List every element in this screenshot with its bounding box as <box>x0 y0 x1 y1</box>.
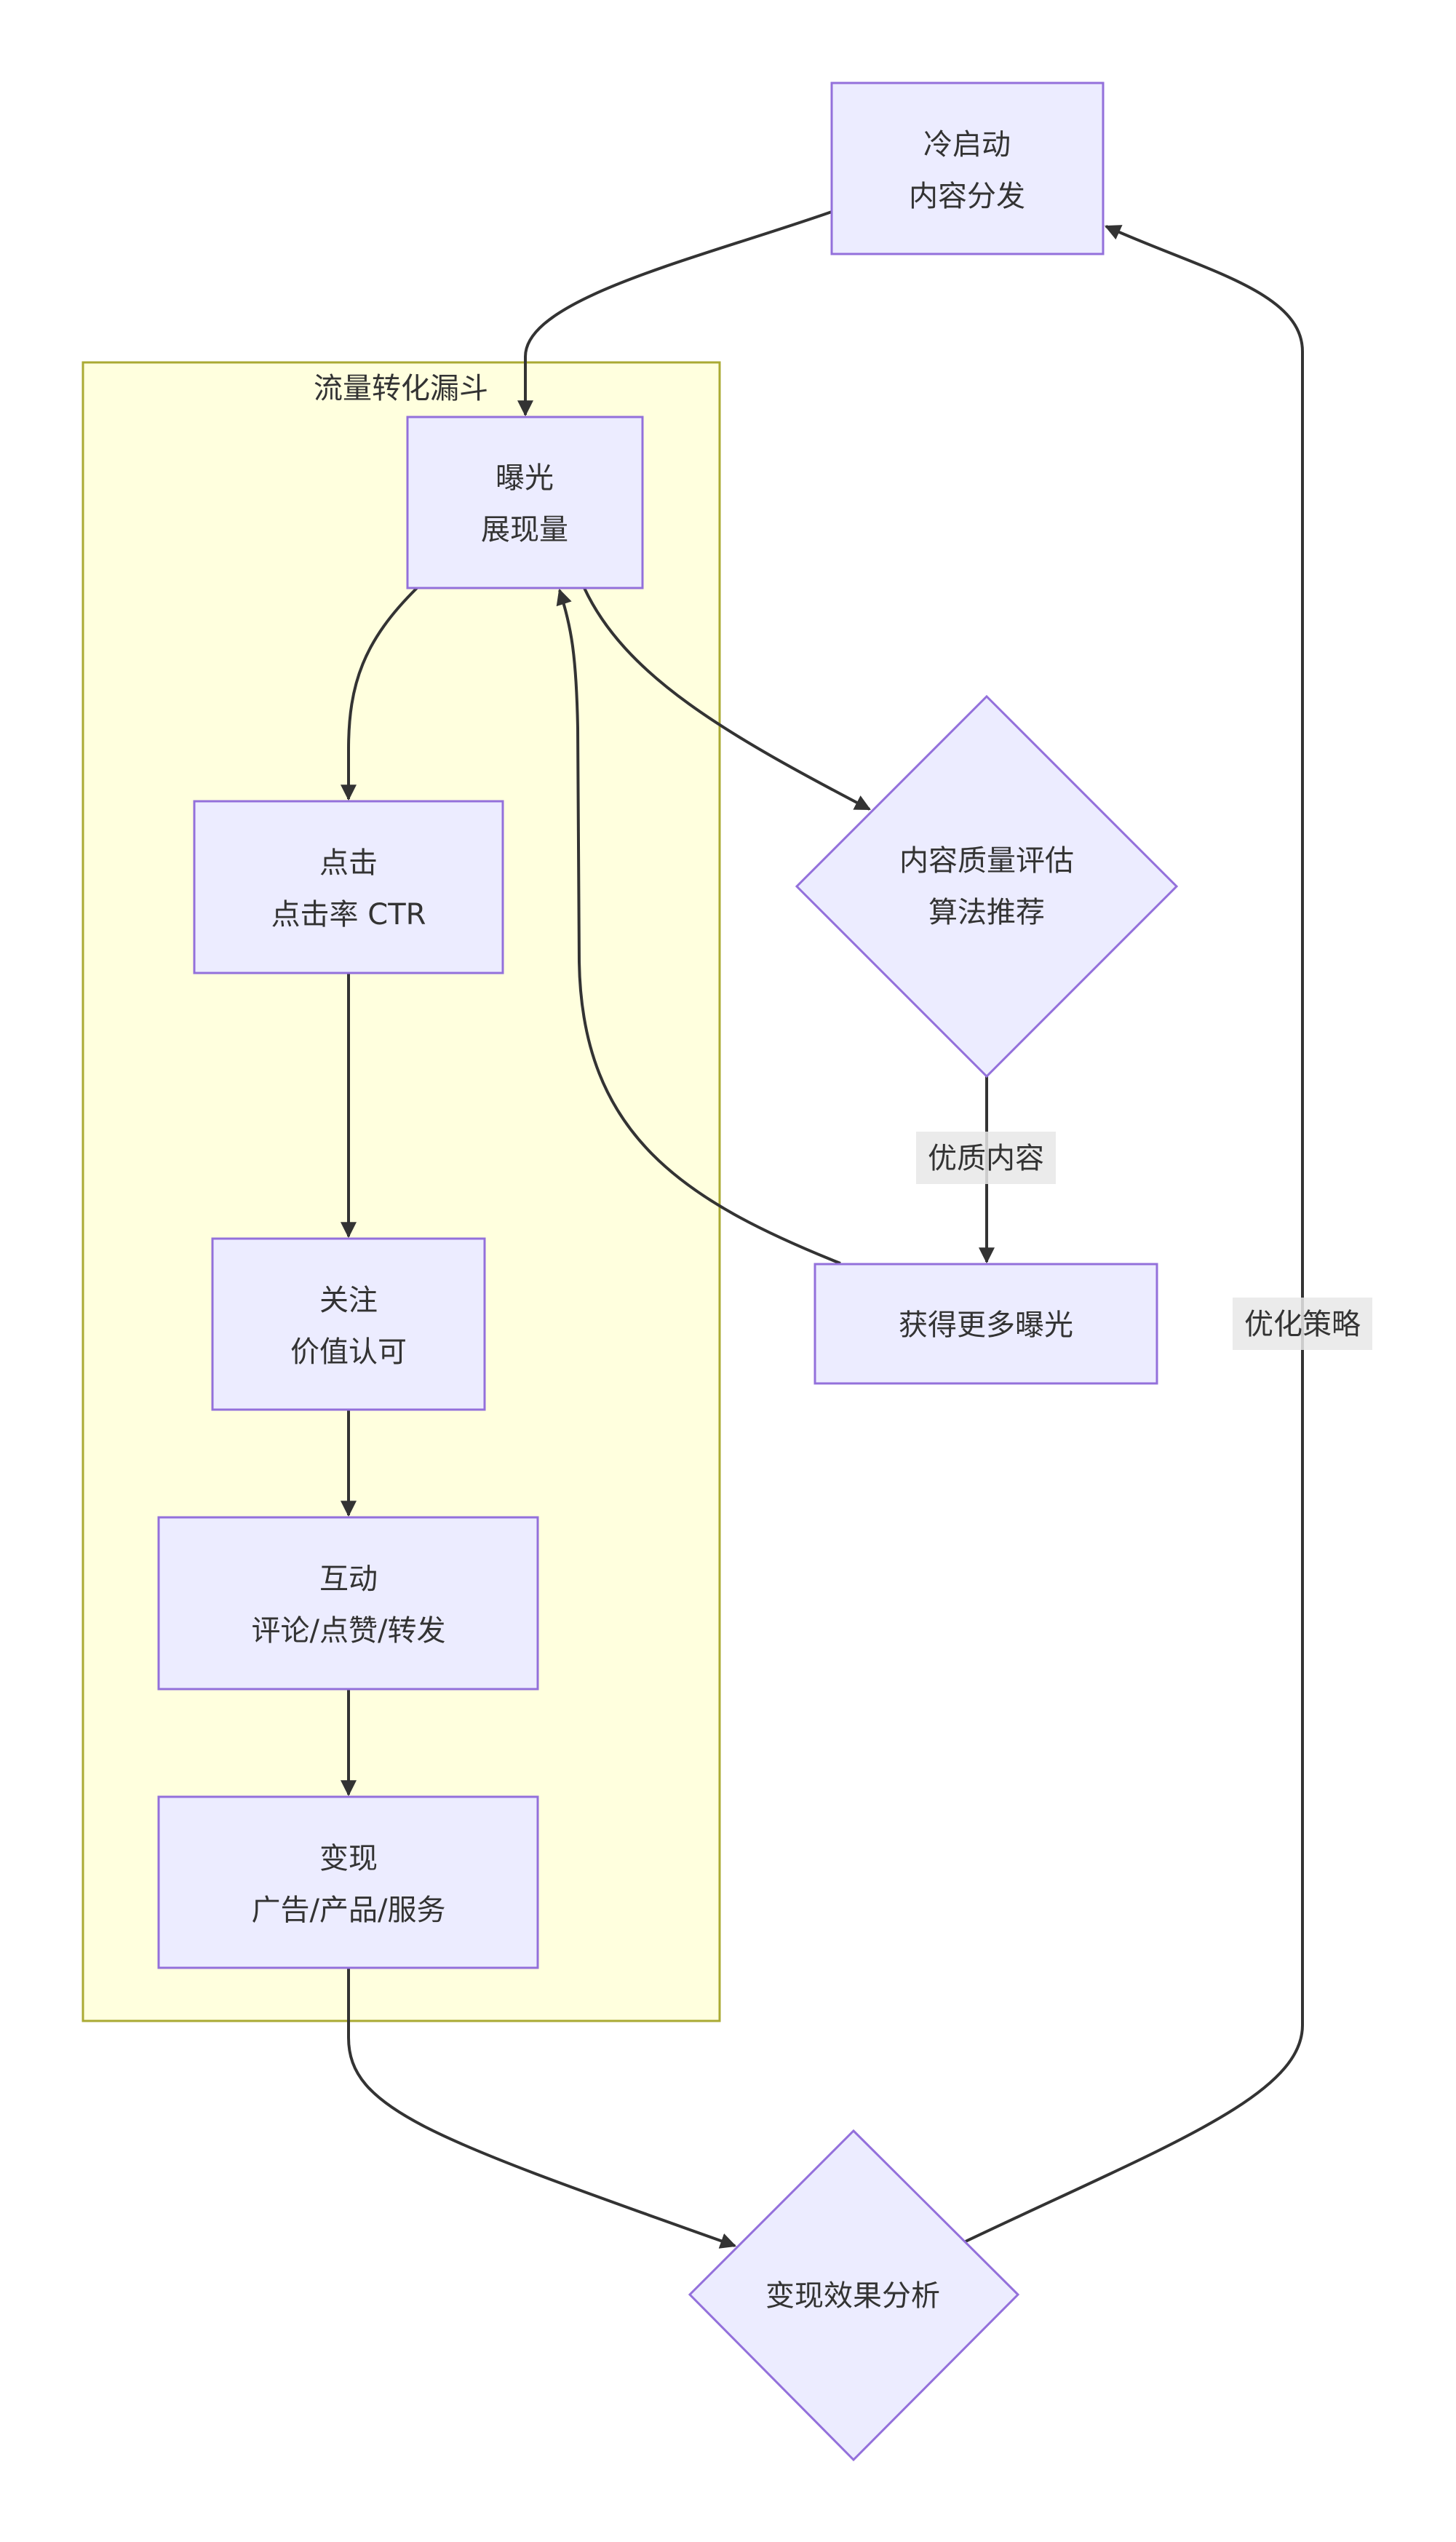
node-title: 内容质量评估 <box>899 844 1074 878</box>
node-quality-eval[interactable]: 内容质量评估 算法推荐 <box>795 694 1179 1079</box>
node-more-exposure[interactable]: 获得更多曝光 <box>813 1263 1158 1385</box>
node-interact[interactable]: 互动 评论/点赞/转发 <box>157 1516 539 1691</box>
edge-monetize-to-analysis <box>347 1968 737 2249</box>
cluster-title: 流量转化漏斗 <box>314 372 488 405</box>
node-box <box>406 416 644 589</box>
node-box <box>157 1516 539 1691</box>
node-monetize-analysis[interactable]: 变现效果分析 <box>688 2129 1020 2462</box>
edge-label-bg <box>1233 1298 1372 1350</box>
cluster-traffic-funnel: 流量转化漏斗 <box>81 361 721 2022</box>
edge-cold-start-to-exposure <box>517 210 832 417</box>
node-diamond <box>688 2129 1020 2462</box>
node-box <box>813 1263 1158 1385</box>
node-box <box>211 1237 486 1411</box>
edge-analysis-to-cold-start <box>965 225 1304 2243</box>
node-cold-start[interactable]: 冷启动 内容分发 <box>830 82 1105 255</box>
node-subtitle: 点击率 CTR <box>271 898 426 932</box>
node-subtitle: 展现量 <box>481 513 568 547</box>
node-follow[interactable]: 关注 价值认可 <box>211 1237 486 1411</box>
edge-more-exposure-to-exposure <box>556 588 841 1265</box>
node-subtitle: 算法推荐 <box>928 896 1045 929</box>
node-diamond <box>795 694 1179 1079</box>
node-title: 变现 <box>319 1842 378 1875</box>
node-subtitle: 评论/点赞/转发 <box>252 1614 446 1648</box>
node-subtitle: 广告/产品/服务 <box>252 1894 446 1927</box>
node-monetize[interactable]: 变现 广告/产品/服务 <box>157 1795 539 1969</box>
edge-label-quality-content: 优质内容 <box>916 1132 1056 1184</box>
node-subtitle: 内容分发 <box>909 180 1025 213</box>
node-title: 曝光 <box>496 461 554 495</box>
node-click[interactable]: 点击 点击率 CTR <box>193 800 504 974</box>
node-box <box>830 82 1105 255</box>
edge-label-bg <box>916 1132 1056 1184</box>
edge-label-text: 优质内容 <box>928 1142 1044 1175</box>
edge-exposure-to-quality-eval <box>583 587 871 811</box>
node-box <box>157 1795 539 1969</box>
node-title: 点击 <box>319 846 378 880</box>
edge-label-text: 优化策略 <box>1244 1308 1361 1341</box>
node-subtitle: 价值认可 <box>290 1335 407 1369</box>
node-title: 变现效果分析 <box>765 2279 940 2313</box>
cluster-box <box>81 361 721 2022</box>
edge-exposure-to-click <box>341 587 418 801</box>
node-exposure[interactable]: 曝光 展现量 <box>406 416 644 589</box>
node-title: 获得更多曝光 <box>899 1308 1073 1342</box>
node-title: 互动 <box>319 1562 378 1596</box>
node-box <box>193 800 504 974</box>
edge-label-optimize-strategy: 优化策略 <box>1233 1298 1372 1350</box>
edges <box>341 210 1304 2249</box>
node-title: 关注 <box>319 1284 378 1317</box>
node-title: 冷启动 <box>923 128 1011 162</box>
